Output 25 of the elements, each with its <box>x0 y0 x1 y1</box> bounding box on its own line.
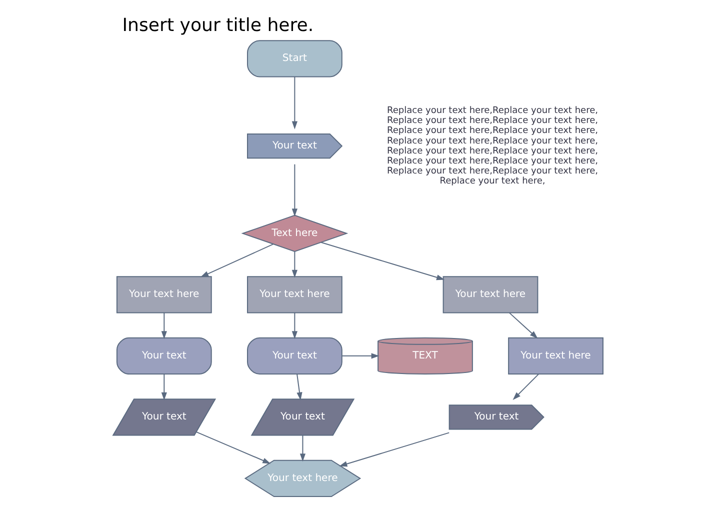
arrow <box>161 312 167 340</box>
arrow <box>320 242 445 280</box>
arrow <box>292 76 298 130</box>
arrow <box>196 431 271 464</box>
node-box: Your text <box>247 337 342 374</box>
node-box: Your text here <box>116 276 212 314</box>
arrow <box>161 374 167 400</box>
arrow <box>292 252 298 278</box>
node-box: Your text <box>116 337 212 374</box>
label: Replace your text here,Replace your text here,Replace your text here,Replace your text here,Replace your text here,Replace your text here,Replace your text here,Replace your text here,Replace your text here,Replace your text here,Replace your text here,Replace your text here,Replace your text here,Replace your text here,Replace your text here, <box>387 106 598 186</box>
node-box: Your text here <box>442 276 538 314</box>
node-box: Your text here <box>508 337 604 374</box>
node-box: Your text here <box>247 276 342 314</box>
node-diamond: Text here <box>241 214 348 252</box>
arrow <box>342 353 380 359</box>
arrow <box>509 312 538 339</box>
arrow <box>296 374 302 400</box>
arrow <box>292 312 298 340</box>
diagram-title: Insert your title here. <box>122 14 314 36</box>
arrow <box>339 432 450 467</box>
node-box: Start <box>247 40 342 78</box>
arrow <box>300 435 306 462</box>
arrow <box>512 374 539 400</box>
arrow <box>200 244 274 278</box>
arrow <box>292 164 298 217</box>
